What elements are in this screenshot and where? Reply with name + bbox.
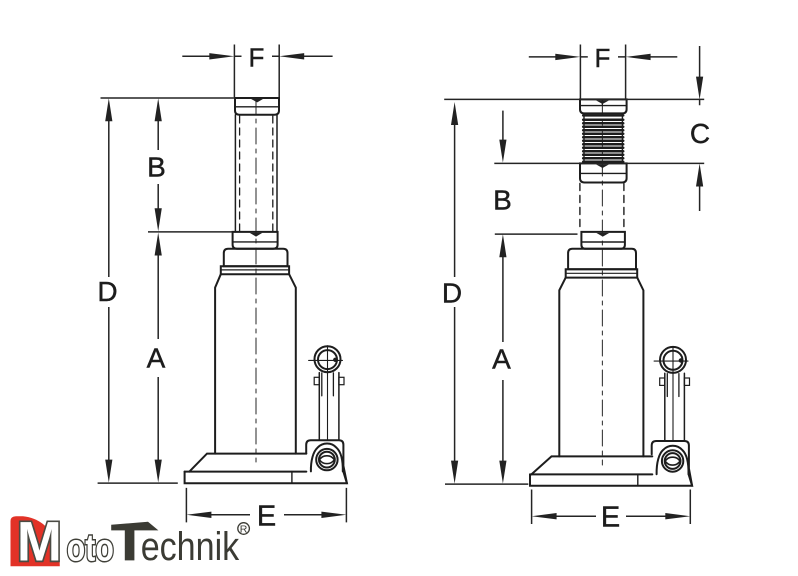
svg-text:A: A [147, 343, 166, 374]
svg-text:E: E [257, 501, 276, 533]
svg-text:D: D [442, 278, 462, 309]
svg-text:M: M [17, 509, 62, 572]
svg-text:F: F [595, 43, 611, 73]
svg-text:D: D [97, 276, 117, 307]
svg-text:F: F [249, 43, 265, 73]
svg-text:R: R [240, 523, 248, 535]
svg-text:E: E [601, 502, 620, 534]
svg-text:B: B [147, 152, 166, 183]
svg-text:A: A [492, 344, 511, 375]
svg-text:oto: oto [67, 527, 114, 569]
svg-text:echnik: echnik [141, 525, 240, 569]
svg-text:B: B [493, 185, 512, 216]
svg-text:C: C [690, 118, 710, 149]
